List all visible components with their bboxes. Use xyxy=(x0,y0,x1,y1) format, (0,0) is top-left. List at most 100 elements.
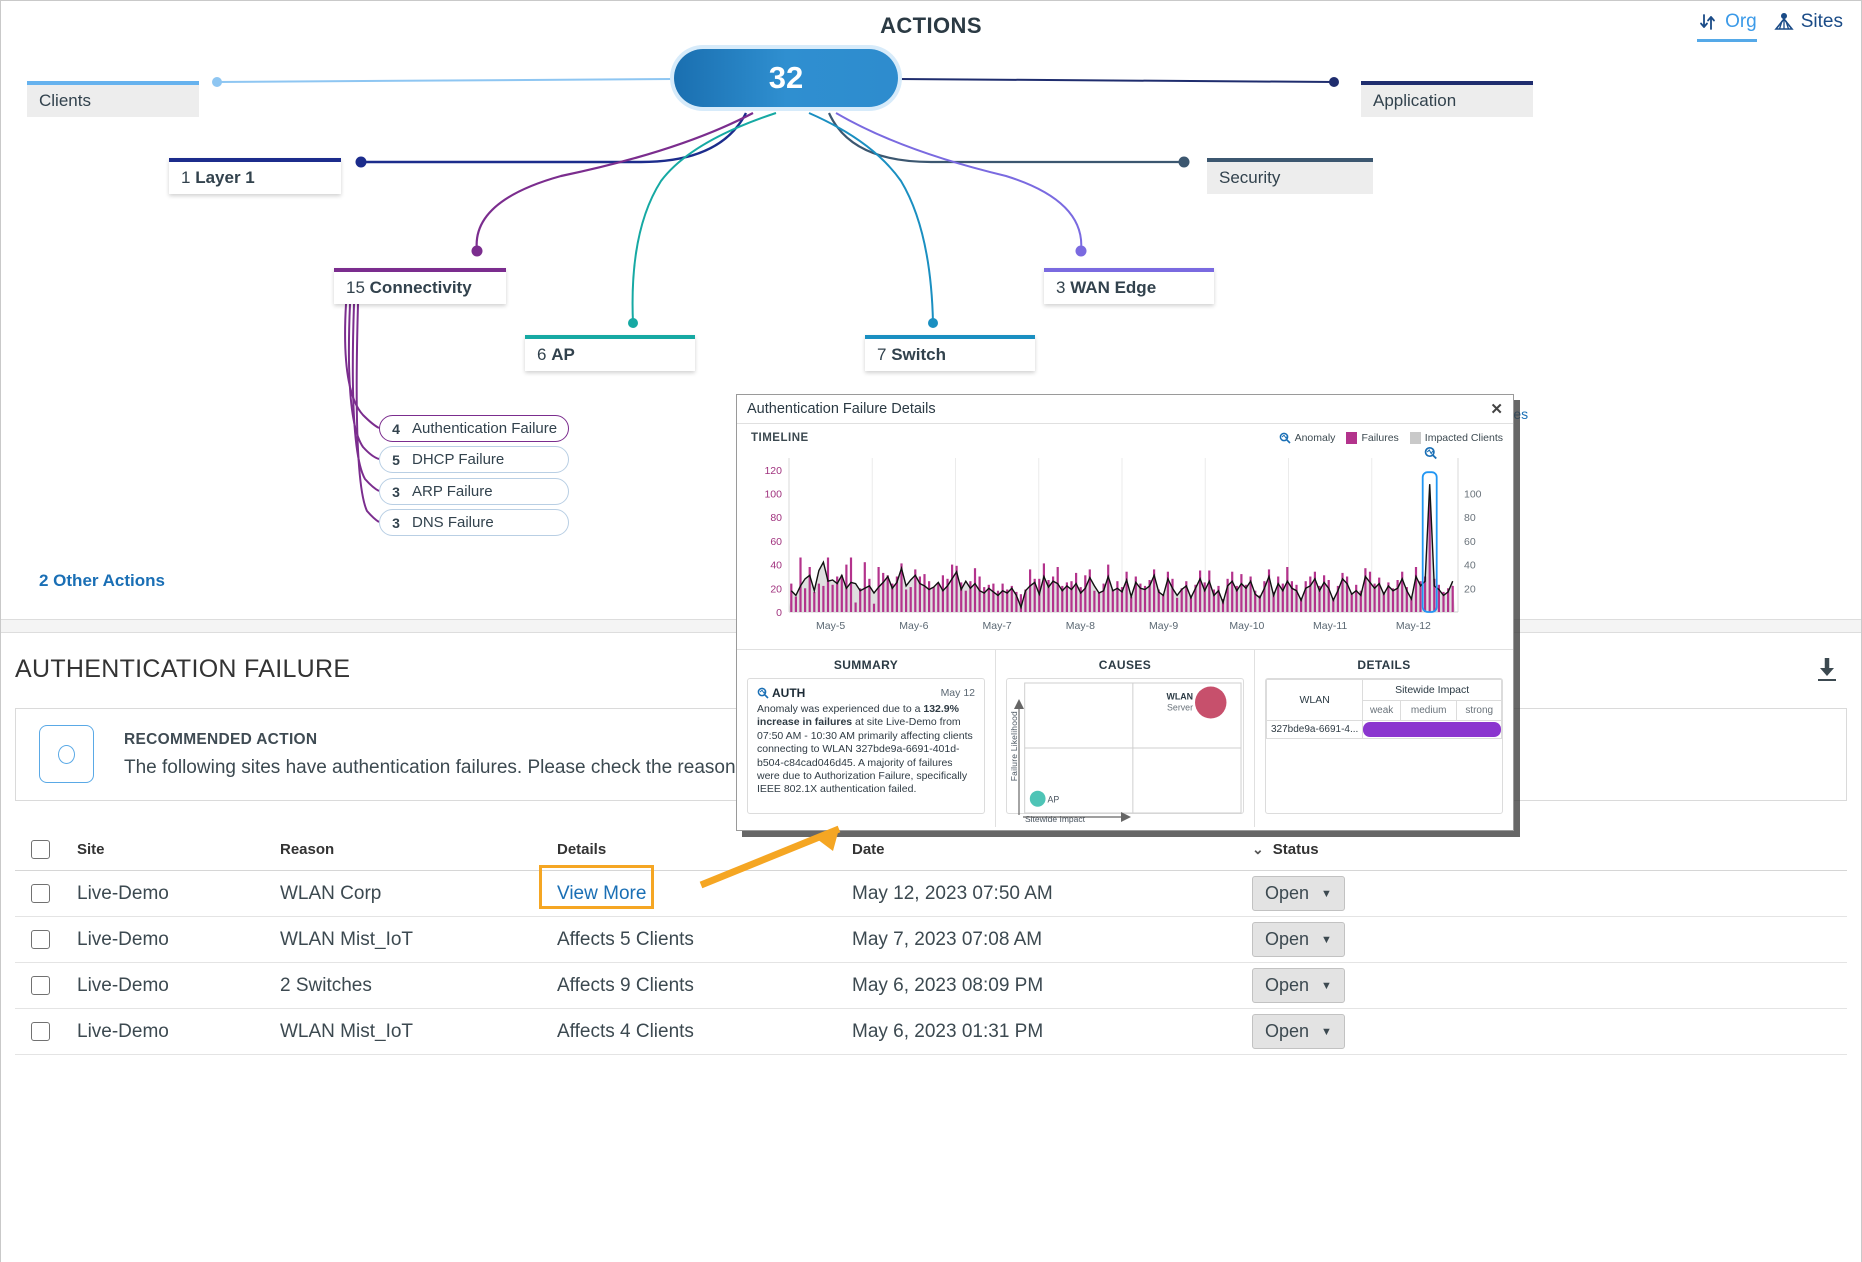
cell-details: Affects 5 Clients xyxy=(557,928,694,950)
table-row[interactable]: Live-Demo WLAN Mist_IoT Affects 4 Client… xyxy=(15,1009,1847,1055)
page-title: ACTIONS xyxy=(880,13,982,38)
row-checkbox[interactable] xyxy=(31,976,50,995)
cell-date: May 6, 2023 08:09 PM xyxy=(852,974,1044,996)
cell-details: View More xyxy=(539,864,852,909)
svg-text:WLAN: WLAN xyxy=(1167,691,1193,701)
col-header-reason[interactable]: Reason xyxy=(280,841,335,858)
other-actions-link[interactable]: 2 Other Actions xyxy=(39,571,165,590)
view-more-link[interactable]: View More xyxy=(557,882,647,904)
col-header-status[interactable]: Status xyxy=(1272,841,1319,858)
status-dropdown[interactable]: Open ▼ xyxy=(1252,1014,1345,1049)
cell-site: Live-Demo xyxy=(77,928,169,950)
row-select-cell xyxy=(15,884,77,903)
status-value: Open xyxy=(1265,883,1310,903)
status-dropdown[interactable]: Open ▼ xyxy=(1252,968,1345,1003)
status-dropdown[interactable]: Open ▼ xyxy=(1252,922,1345,957)
node-ap[interactable]: 6 AP xyxy=(525,335,695,371)
toggle-org[interactable]: Org xyxy=(1697,11,1757,42)
svg-text:AP: AP xyxy=(1048,795,1060,805)
toggle-sites[interactable]: Sites xyxy=(1773,11,1843,39)
table-row[interactable]: Live-Demo 2 Switches Affects 9 Clients M… xyxy=(15,963,1847,1009)
table-row[interactable]: Live-Demo WLAN Mist_IoT Affects 5 Client… xyxy=(15,917,1847,963)
summary-panel: SUMMARY AUTH May 12 Anomaly was experien… xyxy=(737,650,995,827)
cell-reason: WLAN Mist_IoT xyxy=(280,1020,414,1042)
summary-date: May 12 xyxy=(940,687,975,699)
svg-text:40: 40 xyxy=(770,560,782,572)
svg-text:May-7: May-7 xyxy=(983,620,1012,632)
cell-site: Live-Demo xyxy=(77,882,169,904)
cell-site: Live-Demo xyxy=(77,974,169,996)
status-dropdown[interactable]: Open ▼ xyxy=(1252,876,1345,911)
node-clients-label: Clients xyxy=(39,91,91,110)
chevron-down-icon: ▼ xyxy=(1321,933,1332,946)
table-row[interactable]: Live-Demo WLAN Corp View More May 12, 20… xyxy=(15,864,1847,917)
pill-dhcp-failure[interactable]: 5 DHCP Failure xyxy=(379,446,569,473)
row-checkbox[interactable] xyxy=(31,1022,50,1041)
impact-bar xyxy=(1363,722,1501,737)
pill-dns-failure[interactable]: 3 DNS Failure xyxy=(379,509,569,536)
row-checkbox[interactable] xyxy=(31,930,50,949)
sort-chevrons-icon[interactable]: ⌄ xyxy=(1252,841,1264,857)
svg-text:120: 120 xyxy=(764,465,782,477)
svg-text:May-12: May-12 xyxy=(1396,620,1431,632)
svg-text:May-11: May-11 xyxy=(1313,620,1347,632)
close-icon[interactable]: ✕ xyxy=(1490,401,1503,418)
summary-badge-wrap: AUTH xyxy=(757,686,941,700)
summary-badge: AUTH xyxy=(772,686,806,700)
pill-authentication-failure[interactable]: 4 Authentication Failure xyxy=(379,415,569,442)
toggle-sites-label: Sites xyxy=(1800,11,1843,32)
details-table: WLAN Sitewide Impact weak medium strong … xyxy=(1265,679,1502,739)
actions-hub-count[interactable]: 32 xyxy=(674,49,898,107)
cell-site: Live-Demo xyxy=(77,1020,169,1042)
details-heading: DETAILS xyxy=(1357,658,1411,672)
pill-dhcp-label: DHCP Failure xyxy=(412,451,505,468)
row-checkbox[interactable] xyxy=(31,884,50,903)
legend-swatch-failures xyxy=(1346,432,1358,444)
row-select-cell xyxy=(15,1022,77,1041)
details-header-row: WLAN Sitewide Impact xyxy=(1265,679,1502,721)
node-wan-edge-label: WAN Edge xyxy=(1070,278,1157,297)
legend-anomaly: Anomaly xyxy=(1279,432,1335,444)
col-header-details[interactable]: Details xyxy=(557,841,607,858)
impact-level-medium: medium xyxy=(1399,700,1458,721)
table-header-row: Site Reason Details Date ⌄ Status xyxy=(15,829,1847,871)
select-all-cell xyxy=(15,840,77,859)
details-col-impact: Sitewide Impact xyxy=(1362,679,1502,701)
legend-impacted-label: Impacted Clients xyxy=(1424,432,1503,444)
summary-text: Anomaly was experienced due to a 132.9% … xyxy=(757,703,973,796)
node-application[interactable]: Application xyxy=(1361,81,1533,117)
node-wan-edge[interactable]: 3 WAN Edge xyxy=(1044,268,1214,304)
col-header-site[interactable]: Site xyxy=(77,841,105,858)
cell-date: May 6, 2023 01:31 PM xyxy=(852,1020,1044,1042)
svg-text:60: 60 xyxy=(770,536,782,548)
cell-reason: WLAN Mist_IoT xyxy=(280,928,414,950)
y-axis-arrow-icon xyxy=(1014,699,1024,815)
node-security[interactable]: Security xyxy=(1207,158,1373,194)
impact-level-weak: weak xyxy=(1362,700,1401,721)
node-ap-label: AP xyxy=(551,345,575,364)
node-connectivity[interactable]: 15 Connectivity xyxy=(334,268,506,304)
pill-arp-label: ARP Failure xyxy=(412,483,493,500)
select-all-checkbox[interactable] xyxy=(31,840,50,859)
status-value: Open xyxy=(1265,1021,1310,1041)
pill-arp-failure[interactable]: 3 ARP Failure xyxy=(379,478,569,505)
download-icon[interactable] xyxy=(1813,655,1841,683)
org-sites-toggle[interactable]: Org Sites xyxy=(1697,11,1843,42)
node-clients[interactable]: Clients xyxy=(27,81,199,117)
node-switch[interactable]: 7 Switch xyxy=(865,335,1035,371)
node-layer1-count: 1 xyxy=(181,168,191,187)
node-layer1[interactable]: 1 Layer 1 xyxy=(169,158,341,194)
summary-top: AUTH May 12 xyxy=(757,686,975,700)
cell-status: Open ▼ xyxy=(1252,1014,1847,1049)
chevron-down-icon: ▼ xyxy=(1321,979,1332,992)
authentication-failure-details-dialog[interactable]: Authentication Failure Details ✕ TIMELIN… xyxy=(736,394,1514,831)
chevron-down-icon: ▼ xyxy=(1321,887,1332,900)
col-header-date[interactable]: Date xyxy=(852,841,885,858)
svg-text:May-6: May-6 xyxy=(899,620,928,632)
legend-failures: Failures xyxy=(1346,432,1399,444)
